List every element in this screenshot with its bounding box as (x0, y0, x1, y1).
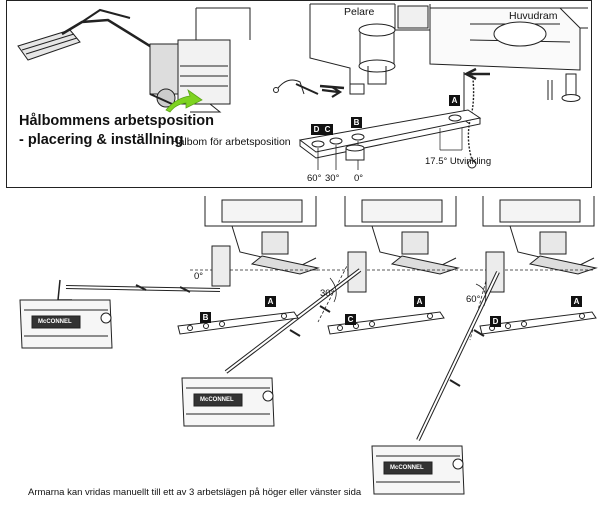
tractor-rear-2 (344, 196, 460, 275)
top-machine-drawing (17, 3, 588, 170)
hole-letter-d: D (311, 124, 322, 135)
caption: Armarna kan vridas manuellt till ett av … (28, 487, 362, 498)
flail-head-3 (371, 445, 465, 495)
arrow-right-icon (319, 84, 345, 90)
tractor-rear-3 (482, 196, 598, 275)
position-1-ref: A (265, 296, 276, 307)
angle-30-label: 30° (325, 173, 340, 184)
hole-letter-c: C (322, 124, 333, 135)
angle-0-label: 0° (354, 173, 364, 184)
angle-60-label: 60° (307, 173, 322, 184)
position-2-ref: A (414, 296, 425, 307)
hole-letter-a: A (449, 95, 460, 106)
position-2-hole: C (345, 314, 356, 325)
heading-line-1: Hålbommens arbetsposition (19, 113, 214, 129)
hole-beam-2 (327, 311, 445, 335)
hole-letter-b: B (351, 117, 362, 128)
position-3-hole: D (490, 316, 501, 327)
arm-position-60 (416, 251, 505, 441)
brand-label-3: McCONNEL (390, 465, 424, 471)
flail-head-2 (181, 377, 275, 427)
pillar-mainframe-drawing (309, 3, 588, 169)
position-3-ref: A (571, 296, 582, 307)
pin-clip-drawing (273, 79, 343, 98)
working-positions-drawing (19, 196, 598, 495)
position-1-angle: 0° (194, 271, 204, 282)
label-utvinkling: 17.5° Utvinkling (425, 156, 492, 167)
tractor-arm-sketch (17, 7, 251, 113)
hole-beam-1 (177, 311, 299, 335)
arm-position-30 (224, 251, 367, 374)
brand-label-2: McCONNEL (200, 397, 234, 403)
flail-head-1 (19, 299, 113, 349)
position-1-hole: B (200, 312, 211, 323)
green-arrow-icon (165, 88, 203, 113)
arm-position-0 (57, 245, 231, 301)
brand-label-1: McCONNEL (38, 319, 72, 325)
arrow-left-icon (463, 67, 490, 81)
label-pelare: Pelare (344, 6, 375, 18)
label-huvudram: Huvudram (509, 10, 558, 22)
position-2-angle: 30° (320, 288, 335, 299)
label-halbom: Hålbom för arbetsposition (171, 136, 291, 148)
heading-line-2: - placering & inställning (19, 132, 184, 148)
hole-beam-drawing (298, 109, 482, 170)
tractor-rear-1 (204, 196, 320, 275)
position-3-angle: 60° (466, 294, 481, 305)
